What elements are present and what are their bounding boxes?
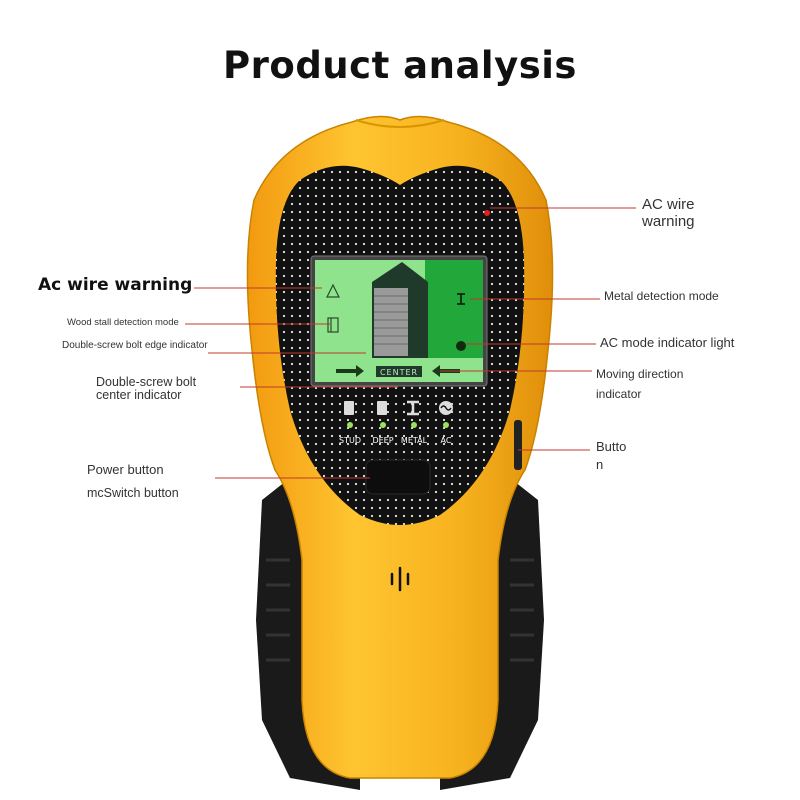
label-ac-mode-indicator-light: AC mode indicator light	[600, 335, 735, 350]
lcd-metal-icon	[457, 293, 465, 305]
label-power-button: Power button	[87, 462, 164, 477]
ac-warning-light	[484, 210, 490, 216]
mode-label-stud: STUD	[339, 436, 361, 445]
power-button[interactable]	[365, 459, 431, 495]
label-wood-stall-detection-mode: Wood stall detection mode	[67, 317, 179, 328]
page-title: Product analysis	[223, 44, 577, 87]
label-moving-direction-indicator: Moving direction indicator	[596, 367, 684, 402]
stud-icon	[344, 401, 354, 415]
leader-lines	[185, 207, 636, 479]
mode-label-deep: DEEP	[372, 436, 393, 445]
label-switch-button: mcSwitch button	[87, 486, 179, 500]
lcd-ac-warning-icon	[326, 283, 340, 298]
lcd-direction-right-arrow	[336, 365, 364, 377]
lcd-active-zone	[425, 260, 483, 358]
stud-led	[347, 422, 353, 428]
label-double-screw-center: Double-screw bolt center indicator	[96, 375, 197, 402]
lcd-center-label: CENTER	[380, 368, 418, 377]
mode-label-metal: METAL	[401, 436, 428, 445]
metal-led	[411, 422, 417, 428]
label-double-screw-edge: Double-screw bolt edge indicator	[62, 340, 208, 351]
ac-led	[443, 422, 449, 428]
deep-stud-icon	[377, 401, 387, 415]
side-button[interactable]	[514, 420, 522, 470]
label-ac-wire-warning-right: AC wire warning	[642, 196, 695, 231]
label-metal-detection-mode: Metal detection mode	[604, 289, 719, 303]
mode-label-ac: AC	[441, 436, 452, 445]
metal-icon	[407, 400, 419, 416]
label-ac-wire-warning-left: Ac wire warning	[38, 275, 193, 295]
speaker-icon	[390, 566, 410, 592]
label-button-right: Butto n	[596, 439, 627, 473]
lcd-ac-indicator-icon	[456, 341, 466, 351]
ac-icon	[439, 401, 453, 415]
deep-led	[380, 422, 386, 428]
lcd-wood-stud-icon	[327, 317, 339, 333]
